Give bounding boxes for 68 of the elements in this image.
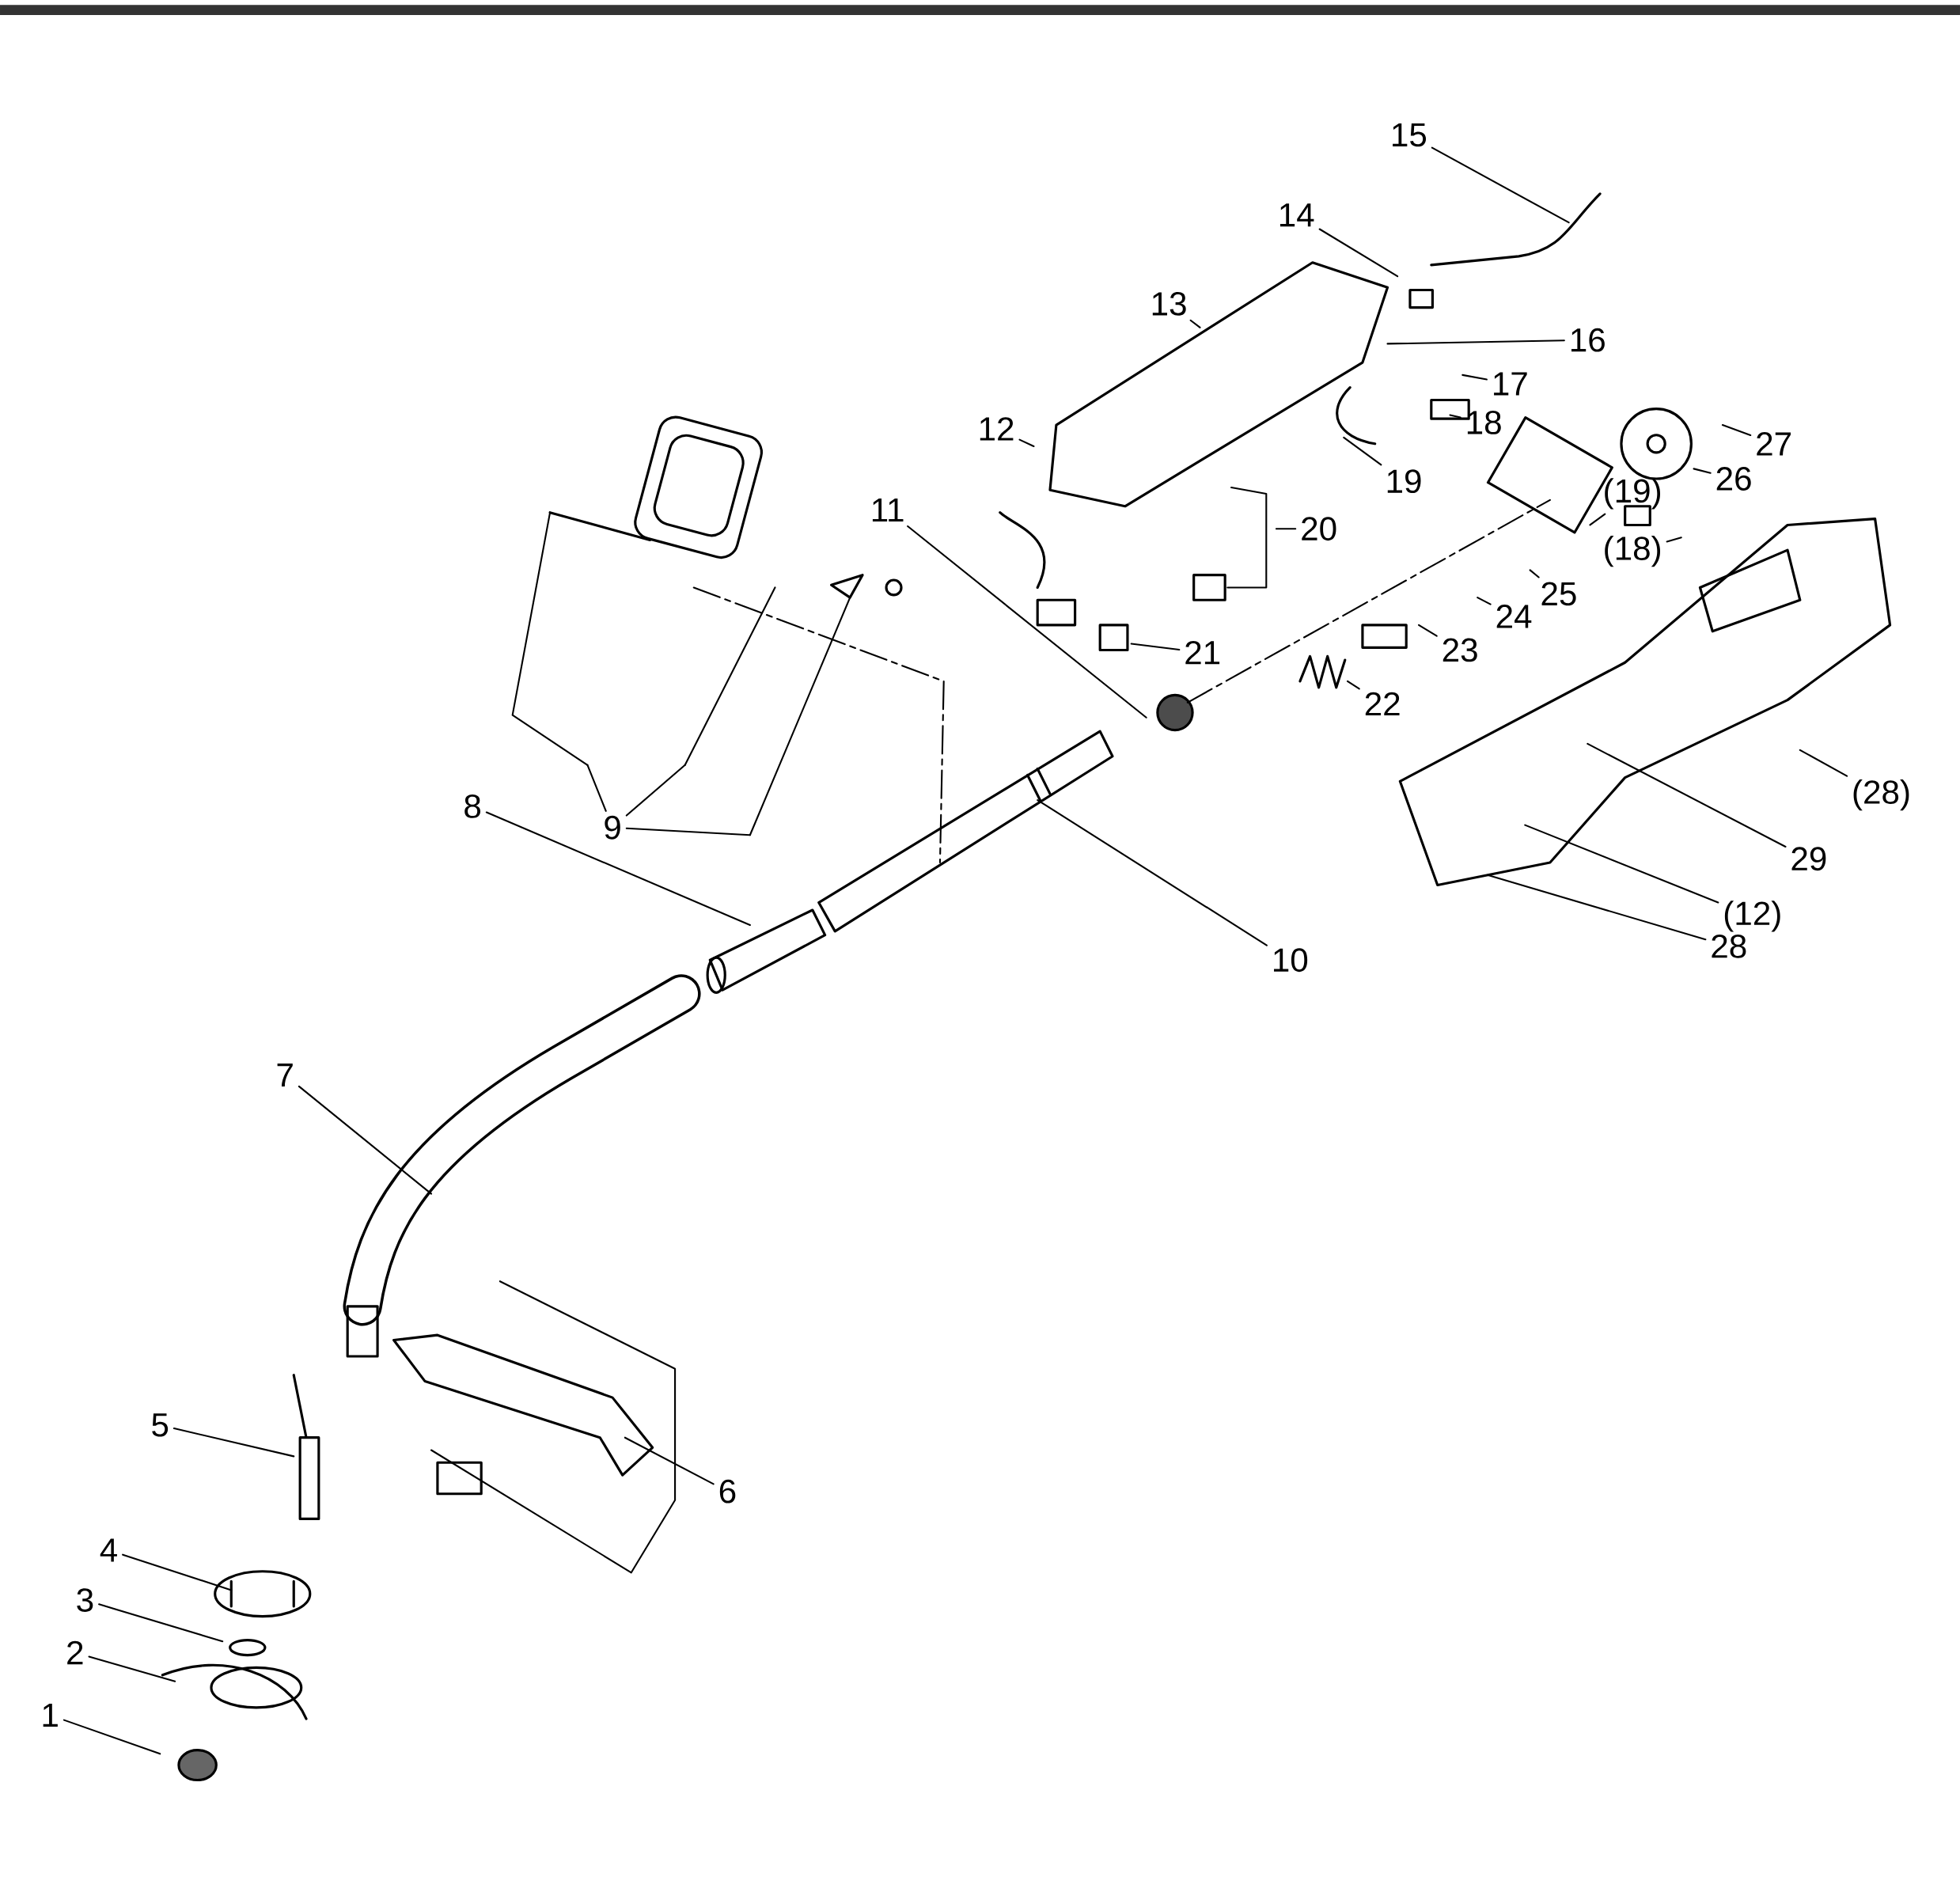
callout-number: 2 <box>67 1640 83 1664</box>
leader-line <box>172 1427 295 1458</box>
leader-line <box>1524 824 1719 904</box>
leader-line <box>1431 146 1570 224</box>
callout-number: (28) <box>1853 779 1909 811</box>
callout-number: 22 <box>1365 692 1400 715</box>
leader-line <box>485 811 751 926</box>
callout-number: 20 <box>1302 517 1336 540</box>
leader-line <box>298 1085 433 1195</box>
callout-number: 21 <box>1185 640 1220 665</box>
callout-number: 7 <box>277 1063 293 1086</box>
callout-number: 17 <box>1494 372 1527 396</box>
leader-line <box>1275 527 1297 530</box>
leader-line <box>1417 624 1438 637</box>
callout-number: 8 <box>464 794 481 818</box>
leader-line <box>1130 643 1181 650</box>
leader-line <box>1529 569 1540 578</box>
leader-line <box>1318 228 1399 277</box>
callout-number: 6 <box>719 1479 736 1504</box>
callout-number: 15 <box>1393 123 1427 147</box>
leader-line <box>624 1436 715 1485</box>
callout-number: 29 <box>1791 847 1826 870</box>
leader-line <box>1449 414 1461 419</box>
leader-line <box>1037 798 1268 946</box>
callout-number: 3 <box>77 1587 93 1612</box>
callout-number: (18) <box>1605 535 1660 567</box>
leader-line <box>63 1719 161 1755</box>
callout-number: 28 <box>1712 934 1746 958</box>
callout-number: 16 <box>1571 328 1605 352</box>
callout-number: 23 <box>1443 638 1477 662</box>
leader-line <box>625 827 751 836</box>
callout-number: (19) <box>1605 478 1660 510</box>
leader-line <box>1343 436 1382 466</box>
leader-line <box>1799 749 1848 777</box>
leader-line <box>122 1553 233 1591</box>
callout-number: 10 <box>1274 948 1308 972</box>
leader-line <box>907 525 1147 719</box>
leader-line <box>88 1655 176 1682</box>
callout-number: 12 <box>980 416 1014 441</box>
leader-line <box>1693 468 1712 474</box>
callout-number: (12) <box>1724 901 1780 932</box>
leader-line <box>98 1603 224 1643</box>
callout-number: 13 <box>1152 291 1186 316</box>
callout-number: 11 <box>872 498 904 521</box>
leader-line <box>586 764 607 812</box>
leader-line <box>1589 513 1606 526</box>
leader-line <box>1587 742 1787 848</box>
callout-number: 5 <box>152 1413 169 1437</box>
callout-number: 24 <box>1496 604 1532 628</box>
leader-line <box>1461 374 1488 381</box>
leader-line <box>625 764 686 817</box>
leader-line <box>1018 438 1035 447</box>
leader-line <box>1486 874 1707 941</box>
leader-line <box>1189 319 1201 328</box>
callout-number: 26 <box>1716 466 1751 491</box>
leader-line <box>1386 339 1565 345</box>
callout-number: 9 <box>605 815 620 840</box>
callout-number: 4 <box>100 1538 117 1562</box>
callout-number: 14 <box>1279 203 1314 226</box>
leader-line <box>1721 423 1752 436</box>
callout-number: 19 <box>1387 469 1421 493</box>
leader-line <box>1666 537 1682 543</box>
leader-line <box>1346 680 1360 690</box>
callout-number: 25 <box>1541 582 1576 606</box>
leader-line <box>1477 596 1492 605</box>
callout-number: 18 <box>1467 410 1501 434</box>
callout-number: 1 <box>43 1703 58 1727</box>
callout-number: 27 <box>1757 431 1791 456</box>
